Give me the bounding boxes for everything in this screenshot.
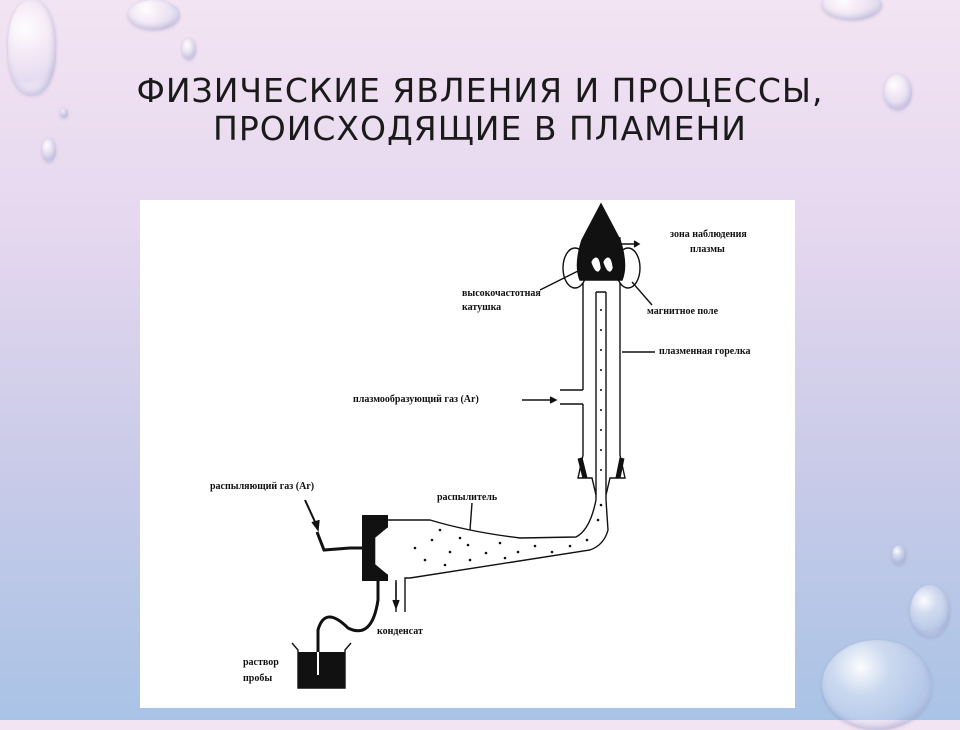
label-nebulizer: распылитель: [437, 492, 498, 503]
torch-outer-tube: [577, 283, 626, 496]
label-sample-solution: раствор: [243, 657, 279, 668]
label-observation-zone: зона наблюдения: [670, 229, 747, 240]
decorative-bubble: [128, 0, 180, 30]
decorative-bubble: [8, 0, 56, 95]
torch-inner-tube: [595, 291, 607, 500]
coil-loop-right: [615, 247, 641, 289]
spray-chamber: [388, 499, 609, 612]
decorative-bubble: [42, 138, 56, 162]
decorative-bubble: [884, 74, 912, 110]
decorative-bubble: [60, 108, 68, 118]
plasma-flame: [576, 202, 626, 281]
aerosol-droplets: [413, 309, 603, 567]
slide-title: ФИЗИЧЕСКИЕ ЯВЛЕНИЯ И ПРОЦЕССЫ, ПРОИСХОДЯ…: [0, 72, 960, 148]
label-nebulizer-gas: распыляющий газ (Ar): [210, 481, 315, 492]
label-observation-zone-2: плазмы: [690, 244, 725, 255]
label-plasma-torch: плазменная горелка: [659, 346, 751, 357]
coil-loop-left: [562, 247, 588, 289]
label-hf-coil: высокочастотная: [462, 288, 541, 299]
decorative-bubble: [822, 0, 882, 20]
decorative-bubble: [822, 640, 932, 730]
decorative-bubble: [910, 585, 950, 637]
label-magnetic-field: магнитное поле: [647, 306, 719, 317]
icp-apparatus-drawing: [291, 202, 655, 689]
label-hf-coil-2: катушка: [462, 302, 502, 313]
label-sample-solution-2: пробы: [243, 673, 273, 684]
icp-diagram: зона наблюдения плазмы высокочастотная к…: [140, 200, 795, 708]
decorative-bubble: [182, 38, 196, 60]
label-condensate: конденсат: [377, 626, 423, 637]
decorative-bubble: [892, 545, 906, 565]
slide-title-line2: ПРОИСХОДЯЩИЕ В ПЛАМЕНИ: [213, 109, 747, 148]
label-plasma-gas: плазмообразующий газ (Ar): [353, 394, 479, 405]
sample-beaker-liquid: [298, 652, 345, 688]
slide-title-line1: ФИЗИЧЕСКИЕ ЯВЛЕНИЯ И ПРОЦЕССЫ,: [136, 71, 824, 110]
